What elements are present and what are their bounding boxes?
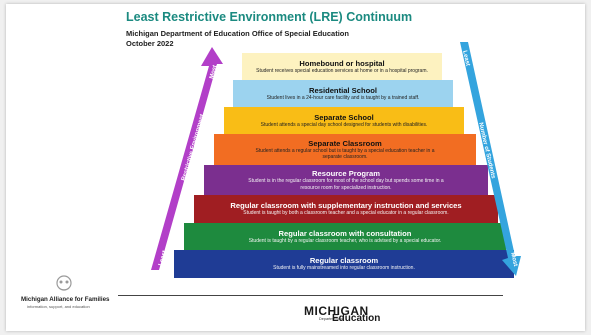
restrictive-environment-arrow [151, 47, 223, 270]
tier-description: resource room for specialized instructio… [300, 184, 392, 191]
page-subtitle: Michigan Department of Education Office … [126, 29, 349, 49]
page-title: Least Restrictive Environment (LRE) Cont… [126, 10, 413, 24]
number-of-students-arrow [460, 42, 521, 276]
slide: Least Restrictive Environment (LRE) Cont… [6, 4, 585, 331]
tier-heading: Residential School [309, 85, 377, 95]
publish-date: October 2022 [126, 39, 174, 48]
alliance-name: Michigan Alliance for Families [21, 296, 110, 303]
tier-heading: Regular classroom with consultation [278, 228, 412, 238]
mde-logo-education: Education [332, 313, 381, 324]
org-name: Michigan Department of Education Office … [126, 29, 349, 38]
tier-heading: Separate Classroom [308, 138, 382, 148]
tier-heading: Homebound or hospital [299, 58, 385, 68]
arrows-layer [151, 42, 521, 276]
tier-description: Student receives special education servi… [256, 67, 428, 74]
tier-description: Student is taught by both a classroom te… [243, 210, 449, 217]
tier-description: Student is fully mainstreamed into regul… [273, 265, 415, 272]
tier-description: Student is in the regular classroom for … [248, 178, 444, 185]
alliance-logo-icon [56, 275, 72, 291]
tier-description: Student attends a special day school des… [260, 121, 428, 128]
mde-logo-name: MICHIGAN [304, 304, 369, 318]
pyramid-tier: Regular classroom with supplementary ins… [194, 195, 498, 223]
alliance-tagline: information, support, and education [27, 304, 90, 309]
tier-description: Student is taught by a regular classroom… [248, 237, 442, 244]
tier-heading: Regular classroom [309, 256, 379, 266]
tier-description: Student lives in a 24-hour care facility… [266, 94, 420, 101]
tier-description: Student attends a regular school but is … [255, 147, 435, 154]
footer-divider [118, 295, 503, 296]
tier-heading: Separate School [314, 112, 374, 122]
tier-heading: Resource Program [312, 169, 380, 179]
mde-logo-dept: Department of [319, 317, 344, 321]
tier-heading: Regular classroom with supplementary ins… [230, 201, 462, 211]
tier-description: separate classroom. [322, 154, 368, 160]
